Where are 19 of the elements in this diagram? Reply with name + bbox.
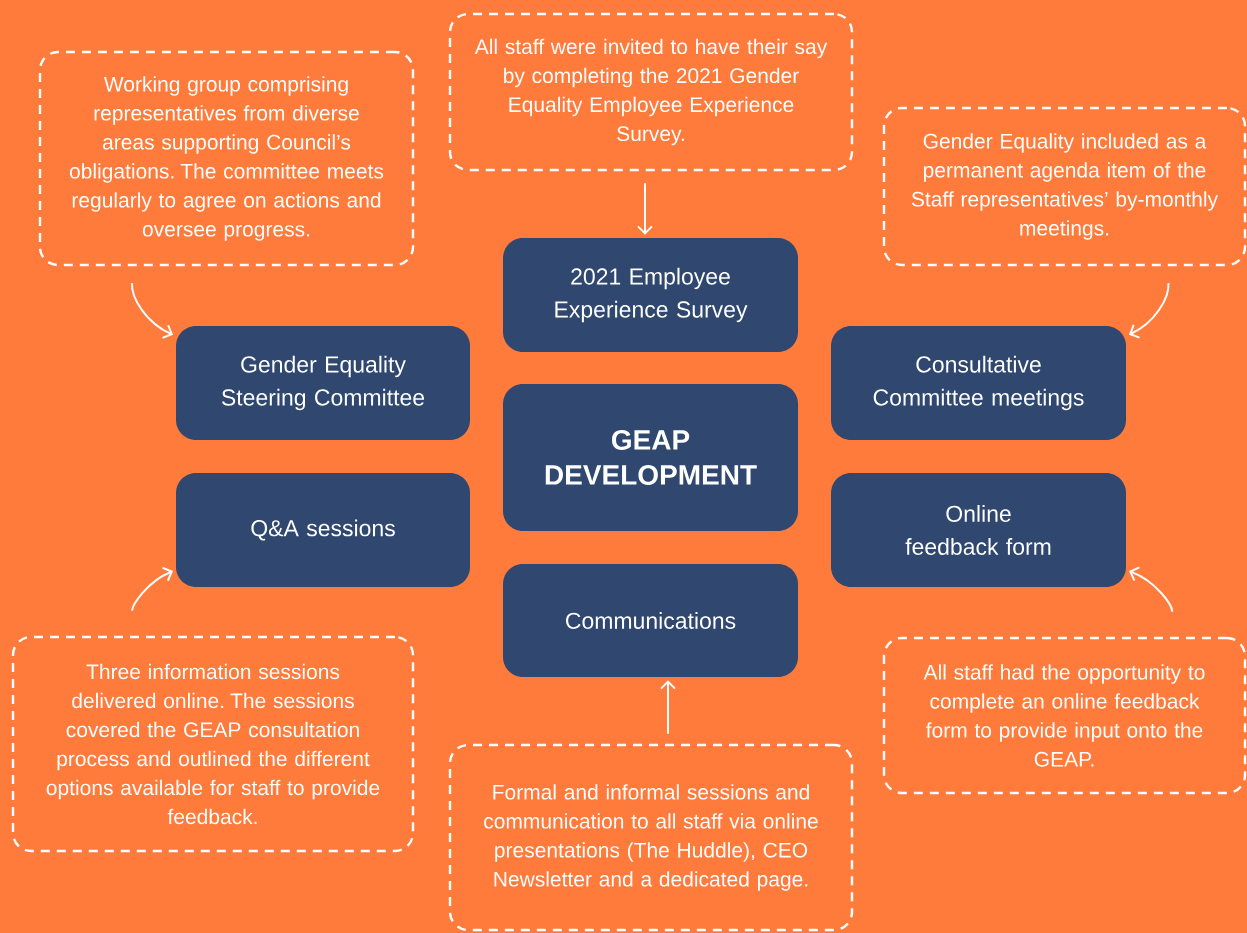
process-box: Consultative Committee meetings <box>831 326 1126 440</box>
dashed-note-box: Three information sessions delivered online. The sessions covered the GEAP consultation process and outlined the different options available for staff to provide feedback. <box>11 635 415 853</box>
dashed-note-box: All staff were invited to have their say by completing the 2021 Gender Equality Employee Experience Survey. <box>448 12 854 172</box>
arrow <box>1129 566 1174 613</box>
dashed-note-box: All staff had the opportunity to complete an online feedback form to provide input onto the GEAP. <box>882 636 1247 795</box>
process-box: Communications <box>503 564 798 677</box>
arrow <box>637 182 653 235</box>
process-box: Q&A sessions <box>176 473 470 587</box>
dashed-note-box: Formal and informal sessions and communication to all staff via online presentations (The Huddle), CEO Newsletter and a dedicated page. <box>448 743 854 932</box>
process-box: Online feedback form <box>831 473 1126 587</box>
dashed-note-box: Working group comprising representatives from diverse areas supporting Council’s obligations. The committee meets regularly to agree on actions and oversee progress. <box>38 50 415 267</box>
process-box: 2021 Employee Experience Survey <box>503 238 798 352</box>
dashed-note-box: Gender Equality included as a permanent agenda item of the Staff representatives’ by-monthly meetings. <box>882 106 1247 267</box>
arrow <box>1128 282 1170 339</box>
central-box: GEAP DEVELOPMENT <box>503 384 798 531</box>
arrow <box>131 282 174 339</box>
process-box: Gender Equality Steering Committee <box>176 326 470 440</box>
arrow <box>131 566 174 612</box>
arrow <box>660 680 676 735</box>
